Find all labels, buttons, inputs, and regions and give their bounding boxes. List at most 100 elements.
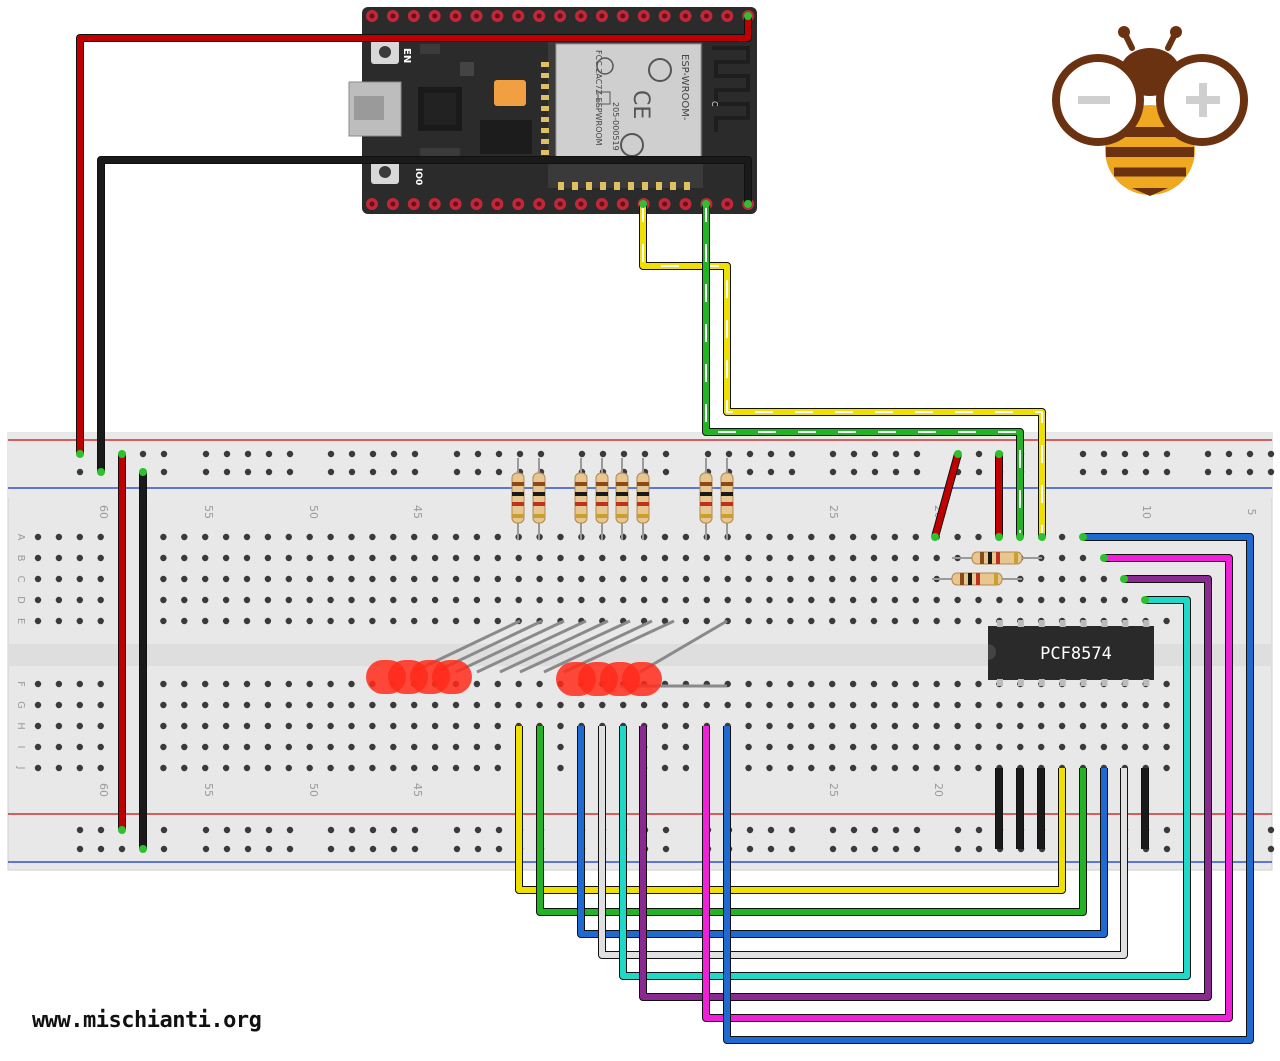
breadboard-hole [431,722,439,730]
breadboard-hole [473,722,481,730]
breadboard-hole [849,533,857,541]
breadboard-hole [891,680,899,688]
rail-hole [411,468,419,476]
rail-hole [202,845,210,853]
header-pin-hole [620,13,626,19]
breadboard-hole [1038,722,1045,730]
rail-hole [1142,468,1150,476]
header-pin-hole [620,201,626,207]
module-pin [541,73,549,78]
led-lead [519,619,631,674]
breadboard-hole [787,701,794,709]
breadboard-hole [431,596,439,604]
breadboard-hole [1100,596,1108,604]
breadboard-hole [766,533,773,541]
breadboard-hole [891,701,899,709]
breadboard-hole [515,701,522,709]
breadboard-hole [181,722,188,730]
breadboard-hole [97,764,104,772]
resistor-band [700,492,712,496]
resistor-band [960,573,964,585]
breadboard-hole [787,575,794,583]
connected-hole [995,450,1003,458]
rail-hole [495,450,503,458]
module-pin [541,128,549,133]
breadboard-hole [285,575,292,583]
resistor-band [512,502,524,506]
breadboard-hole [766,596,773,604]
rail-hole [1163,468,1171,476]
pcf8574-chip: PCF8574 [988,620,1154,686]
column-number: 20 [932,783,945,797]
led-lead [455,619,565,674]
breadboard-hole [264,722,272,730]
rail-hole [662,468,670,476]
connected-hole [1038,533,1046,541]
breadboard-hole [431,554,439,562]
breadboard-hole [348,617,355,625]
header-pin-hole [683,201,688,207]
breadboard-hole [557,575,564,583]
breadboard-hole [787,617,794,625]
boot-label: IO0 [413,168,423,185]
breadboard-hole [306,575,313,583]
ic-pin [1122,620,1129,627]
ic-pin [1080,679,1087,686]
breadboard-hole [264,701,272,709]
rail-hole [767,826,775,834]
breadboard-hole [515,680,522,688]
breadboard-hole [202,743,209,751]
rail-hole [850,468,858,476]
breadboard-hole [243,680,251,688]
rail-hole [369,845,377,853]
module-line-3: 205-000519 [611,102,620,151]
breadboard-hole [222,764,230,772]
breadboard-hole [912,743,919,751]
breadboard-hole [348,743,355,751]
breadboard-hole [808,533,815,541]
breadboard-hole [954,722,961,730]
breadboard-hole [34,533,42,541]
breadboard-hole [620,554,627,562]
scl-wire [703,204,1023,537]
breadboard-hole [411,722,418,730]
resistor-band [616,492,628,496]
row-letter: J [15,766,26,770]
resistor-band [637,502,649,506]
module-pin [541,139,549,144]
rail-hole [954,845,962,853]
breadboard-hole [264,743,272,751]
breadboard-hole [264,680,272,688]
breadboard-hole [264,554,272,562]
breadboard-hole [870,764,878,772]
ic-pin [1038,620,1045,627]
breadboard-hole [494,554,501,562]
header-pin-hole [432,13,438,19]
breadboard-hole [369,533,376,541]
connected-hole [954,450,962,458]
rail-hole [474,845,482,853]
rail-hole [788,450,796,458]
breadboard-hole [222,596,230,604]
breadboard-hole [1100,701,1108,709]
breadboard-hole [1163,743,1170,751]
breadboard-hole [34,701,42,709]
breadboard-hole [1163,722,1170,730]
breadboard-hole [264,533,272,541]
ic-label: PCF8574 [1040,644,1112,664]
breadboard-hole [745,554,752,562]
rail-hole [223,450,231,458]
breadboard-hole [327,617,334,625]
breadboard-hole [954,680,961,688]
breadboard-hole [76,575,84,583]
breadboard-hole [536,680,543,688]
p5-wire [640,576,1211,1000]
resistor-band [721,482,733,486]
module-pin [614,182,620,190]
rail-hole [788,826,796,834]
breadboard-hole [390,596,397,604]
breadboard-hole [473,680,481,688]
breadboard-hole [222,575,230,583]
breadboard-hole [599,701,606,709]
breadboard-hole [76,554,84,562]
